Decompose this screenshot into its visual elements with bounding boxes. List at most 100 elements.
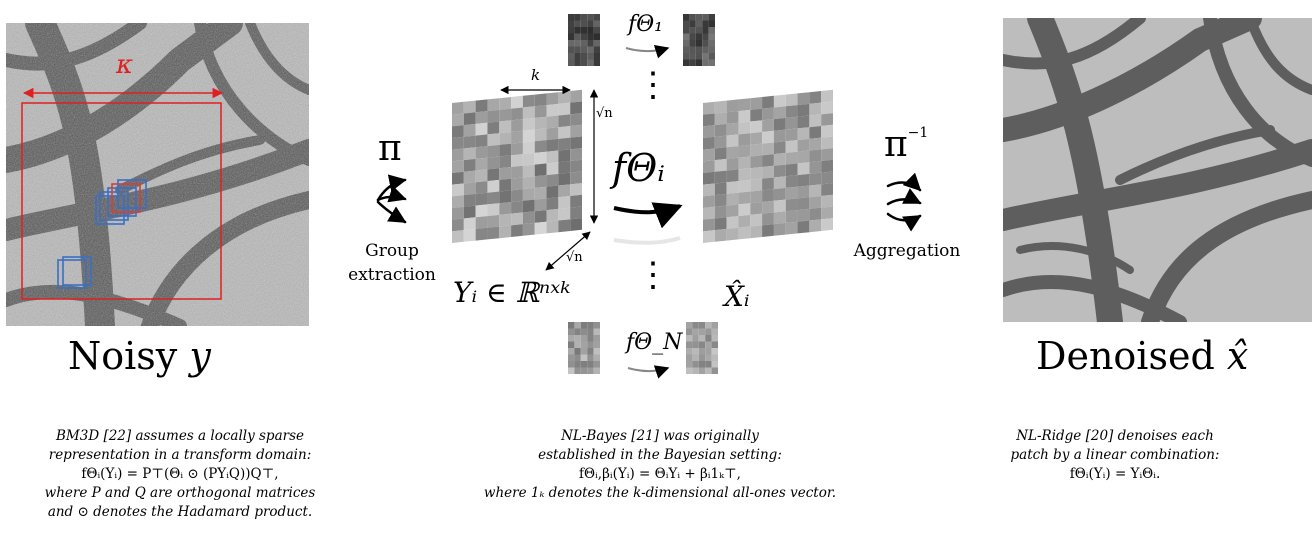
patch-cell xyxy=(821,183,833,196)
patch-cell xyxy=(580,27,588,34)
patch-cell xyxy=(785,186,798,200)
patch-cell xyxy=(821,159,833,173)
patch-cell xyxy=(726,111,739,124)
patch-cell xyxy=(773,106,786,120)
patch-cell xyxy=(463,182,476,196)
patch-cell xyxy=(475,146,488,159)
patch-cell xyxy=(762,142,774,156)
patch-cell xyxy=(570,194,582,208)
patch-cell xyxy=(580,322,588,329)
patch-cell xyxy=(463,205,476,219)
patch-cell xyxy=(821,101,833,115)
patch-cell xyxy=(698,328,706,335)
patch-cell xyxy=(698,361,706,368)
patch-cell xyxy=(574,40,581,47)
patch-cell xyxy=(703,183,715,197)
patch-cell xyxy=(452,218,464,232)
caption-left: BM3D [22] assumes a locally sparse repre… xyxy=(30,427,330,522)
patch-cell xyxy=(809,184,822,198)
patch-cell xyxy=(714,228,727,242)
patch-cell xyxy=(821,206,833,220)
patch-cell xyxy=(499,108,512,122)
patch-cell xyxy=(574,341,581,348)
patch-cell xyxy=(511,130,523,144)
patch-cell xyxy=(580,33,588,40)
patch-cell xyxy=(558,102,571,116)
patch-cell xyxy=(773,211,786,225)
patch-cell xyxy=(574,348,581,355)
vdots-top: ⋮ xyxy=(636,65,670,105)
patch-cell xyxy=(821,171,833,185)
patch-cell xyxy=(511,107,523,121)
patch-cell xyxy=(475,122,488,136)
patch-cell xyxy=(522,187,535,201)
patch-cell xyxy=(522,199,535,213)
patch-cell xyxy=(487,109,500,123)
patch-cell xyxy=(558,137,571,151)
patch-cell xyxy=(762,95,774,109)
patch-cell xyxy=(511,154,523,167)
patch-cell xyxy=(522,176,535,190)
patch-cell xyxy=(587,367,594,374)
patch-cell xyxy=(705,367,712,374)
patch-cell xyxy=(580,367,588,374)
patch-cell xyxy=(593,40,600,47)
patch-cell xyxy=(570,171,582,185)
patch-cell xyxy=(522,211,535,225)
patch-cell xyxy=(587,348,594,355)
patch-cell xyxy=(574,33,581,40)
patch-cell xyxy=(558,114,571,128)
group-stack-Y xyxy=(452,89,582,243)
patch-cell xyxy=(695,53,703,60)
patch-cell xyxy=(702,46,709,53)
patch-cell xyxy=(708,59,715,66)
patch-cell xyxy=(809,219,822,233)
patch-cell xyxy=(797,92,810,106)
patch-cell xyxy=(568,46,575,53)
patch-cell xyxy=(726,169,739,183)
group-extraction-line1: Group xyxy=(365,241,419,261)
patch-cell xyxy=(463,147,476,161)
patch-cell xyxy=(499,225,512,239)
group-extraction-arrows xyxy=(376,174,407,224)
patch-cell xyxy=(452,101,464,115)
patch-cell xyxy=(750,225,763,239)
patch-cell xyxy=(534,93,547,107)
patch-cell xyxy=(546,92,559,106)
patch-cell xyxy=(703,206,715,220)
kappa-label: κ xyxy=(116,50,134,80)
patch-cell xyxy=(683,27,690,34)
patch-cell xyxy=(574,14,581,21)
patch-cell xyxy=(534,116,547,130)
patch-cell xyxy=(738,133,751,147)
patch-cell xyxy=(570,206,582,220)
patch-cell xyxy=(499,155,512,169)
patch-cell xyxy=(534,105,547,118)
patch-cell xyxy=(475,157,488,171)
patch-cell xyxy=(568,322,575,329)
Y-label: Yᵢ ∈ ℝⁿˣᵏ xyxy=(453,276,571,309)
patch-cell xyxy=(546,220,559,234)
patch-cell xyxy=(580,361,588,368)
patch-cell xyxy=(568,328,575,335)
pi-inv-exp: −1 xyxy=(907,125,929,141)
patch-cell xyxy=(580,14,588,21)
patch-cell xyxy=(570,148,582,161)
patch-cell xyxy=(750,213,763,227)
patch-cell xyxy=(711,367,718,374)
patch-cell xyxy=(570,159,582,173)
caption-center-line4: where 1ₖ denotes the k-dimensional all-o… xyxy=(483,485,837,501)
noisy-image xyxy=(6,23,309,326)
patch-cell xyxy=(570,124,582,138)
sqrtn-diag-arrow xyxy=(545,231,591,271)
patch-cell xyxy=(797,220,810,234)
patch-cell xyxy=(499,167,512,180)
patch-cell xyxy=(714,217,727,231)
patch-cell xyxy=(708,20,715,27)
group-extraction-label: Group extraction xyxy=(340,239,444,287)
patch-cell xyxy=(463,193,476,207)
patch-cell xyxy=(452,230,464,243)
patch-cell xyxy=(686,341,693,348)
patch-cell xyxy=(762,200,774,214)
patch-cell xyxy=(487,121,500,135)
